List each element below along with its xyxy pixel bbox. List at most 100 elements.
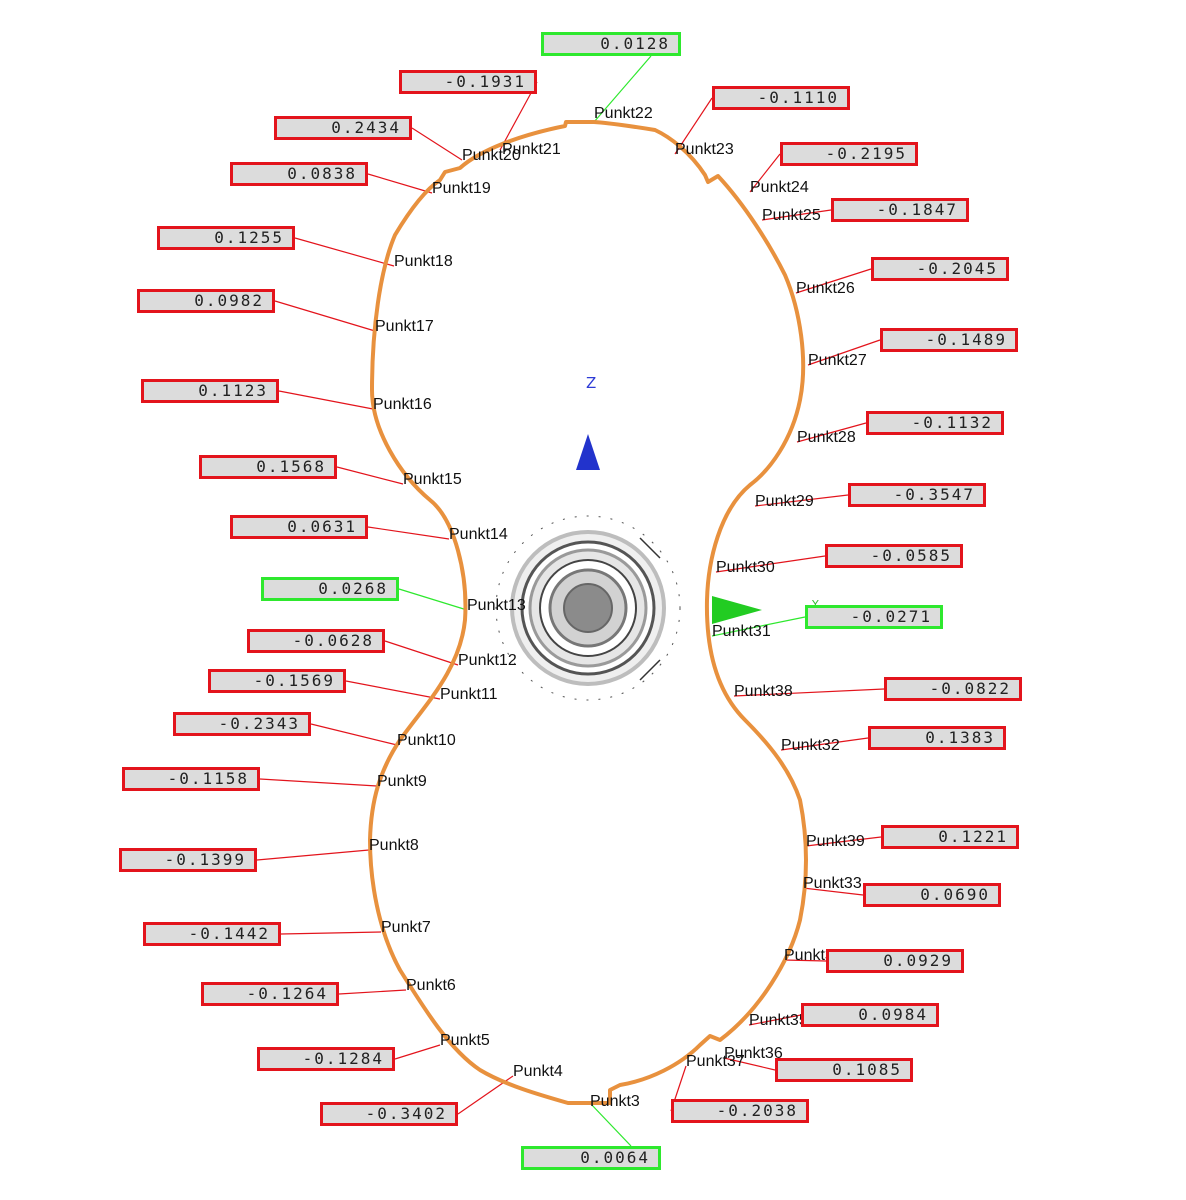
point-label: Punkt28 [797, 429, 856, 446]
point-label: Punkt9 [377, 773, 427, 790]
leader-line [280, 931, 382, 935]
point-label: Punkt8 [369, 837, 419, 854]
point-label: Punkt25 [762, 207, 821, 224]
point-label: Punkt23 [675, 141, 734, 158]
point-label: Punkt18 [394, 253, 453, 270]
deviation-value-box[interactable]: -0.2038 [671, 1099, 809, 1123]
leader-line [256, 849, 370, 861]
leader-line [294, 237, 395, 267]
deviation-value-box[interactable]: 0.1255 [157, 226, 295, 250]
deviation-value-box[interactable]: 0.0838 [230, 162, 368, 186]
point-label: Punkt24 [750, 179, 809, 196]
deviation-value-box[interactable]: -0.2045 [871, 257, 1009, 281]
deviation-value-box[interactable]: 0.2434 [274, 116, 412, 140]
deviation-value-box[interactable]: -0.1489 [880, 328, 1018, 352]
deviation-value-box[interactable]: -0.3547 [848, 483, 986, 507]
deviation-value-box[interactable]: 0.0268 [261, 577, 399, 601]
leader-line [589, 1102, 632, 1147]
point-label: Punkt32 [781, 737, 840, 754]
leader-line [733, 688, 885, 697]
deviation-value-box[interactable]: 0.1221 [881, 825, 1019, 849]
deviation-value-box[interactable]: -0.1442 [143, 922, 281, 946]
deviation-value-box[interactable]: -0.2343 [173, 712, 311, 736]
point-label: Punkt19 [432, 180, 491, 197]
point-label: Punkt6 [406, 977, 456, 994]
deviation-value-box[interactable]: -0.1284 [257, 1047, 395, 1071]
center-hub [495, 515, 681, 701]
deviation-value-box[interactable]: 0.1568 [199, 455, 337, 479]
deviation-value-box[interactable]: -0.1158 [122, 767, 260, 791]
point-label: Punkt12 [458, 652, 517, 669]
leader-line [336, 466, 404, 485]
deviation-value-box[interactable]: -0.3402 [320, 1102, 458, 1126]
deviation-value-box[interactable]: -0.0271 [805, 605, 943, 629]
leader-line [345, 680, 441, 700]
deviation-value-box[interactable]: -0.0585 [825, 544, 963, 568]
point-label: Punkt35 [749, 1012, 808, 1029]
point-label: Punkt37 [686, 1053, 745, 1070]
point-label: Punkt39 [806, 833, 865, 850]
leader-line [723, 1057, 776, 1071]
leader-line [674, 97, 713, 155]
deviation-value-box[interactable]: -0.1847 [831, 198, 969, 222]
leader-line [761, 209, 832, 221]
point-label: Punkt15 [403, 471, 462, 488]
deviation-value-box[interactable]: -0.1110 [712, 86, 850, 110]
part-contour [368, 120, 808, 1105]
leader-line [807, 339, 881, 366]
point-label: Punkt20 [462, 147, 521, 164]
deviation-value-box[interactable]: 0.1383 [868, 726, 1006, 750]
leader-line [795, 268, 872, 294]
leader-line [259, 778, 378, 787]
deviation-value-box[interactable]: 0.1123 [141, 379, 279, 403]
point-label: Punkt38 [734, 683, 793, 700]
axis-triad: Z Y [576, 374, 819, 624]
z-axis-arrow-icon [576, 434, 600, 470]
z-axis-label: Z [586, 374, 596, 392]
point-label: Punkt36 [724, 1045, 783, 1062]
point-label: Punkt4 [513, 1063, 563, 1080]
deviation-value-box[interactable]: -0.1569 [208, 669, 346, 693]
leader-line [805, 836, 882, 847]
y-axis-label: Y [811, 598, 819, 611]
leader-line [367, 526, 450, 540]
deviation-value-box[interactable]: 0.0982 [137, 289, 275, 313]
point-label: Punkt11 [440, 686, 498, 703]
point-label: Punkt3 [590, 1093, 640, 1110]
leader-line [754, 494, 849, 507]
point-label: Punkt31 [712, 623, 771, 640]
leader-line [593, 55, 652, 123]
point-label: Punkt13 [467, 597, 526, 614]
leader-line [274, 300, 376, 332]
deviation-value-box[interactable]: -0.1931 [399, 70, 537, 94]
leader-line [780, 737, 869, 751]
point-label: Punkt26 [796, 280, 855, 297]
leader-line [715, 555, 826, 573]
point-label: Punkt21 [502, 141, 561, 158]
deviation-value-box[interactable]: 0.0631 [230, 515, 368, 539]
leader-line [338, 989, 407, 995]
leader-line [398, 588, 468, 611]
deviation-value-box[interactable]: -0.1132 [866, 411, 1004, 435]
deviation-value-box[interactable]: -0.2195 [780, 142, 918, 166]
y-axis-arrow-icon [712, 596, 762, 624]
deviation-value-box[interactable]: -0.0822 [884, 677, 1022, 701]
deviation-value-box[interactable]: -0.0628 [247, 629, 385, 653]
point-labels: Punkt22Punkt21Punkt20Punkt19Punkt18Punkt… [369, 105, 867, 1110]
deviation-value-box[interactable]: 0.1085 [775, 1058, 913, 1082]
deviation-value-box[interactable]: 0.0929 [826, 949, 964, 973]
leader-line [394, 1044, 441, 1060]
point-label: Punkt27 [808, 352, 867, 369]
deviation-value-box[interactable]: -0.1399 [119, 848, 257, 872]
deviation-value-box[interactable]: -0.1264 [201, 982, 339, 1006]
leader-line [749, 153, 781, 193]
point-label: Punkt29 [755, 493, 814, 510]
deviation-value-box[interactable]: 0.0064 [521, 1146, 661, 1170]
leader-line [748, 1014, 802, 1026]
deviation-value-box[interactable]: 0.0128 [541, 32, 681, 56]
deviation-value-box[interactable]: 0.0984 [801, 1003, 939, 1027]
point-label: Punkt16 [373, 396, 432, 413]
deviation-value-box[interactable]: 0.0690 [863, 883, 1001, 907]
